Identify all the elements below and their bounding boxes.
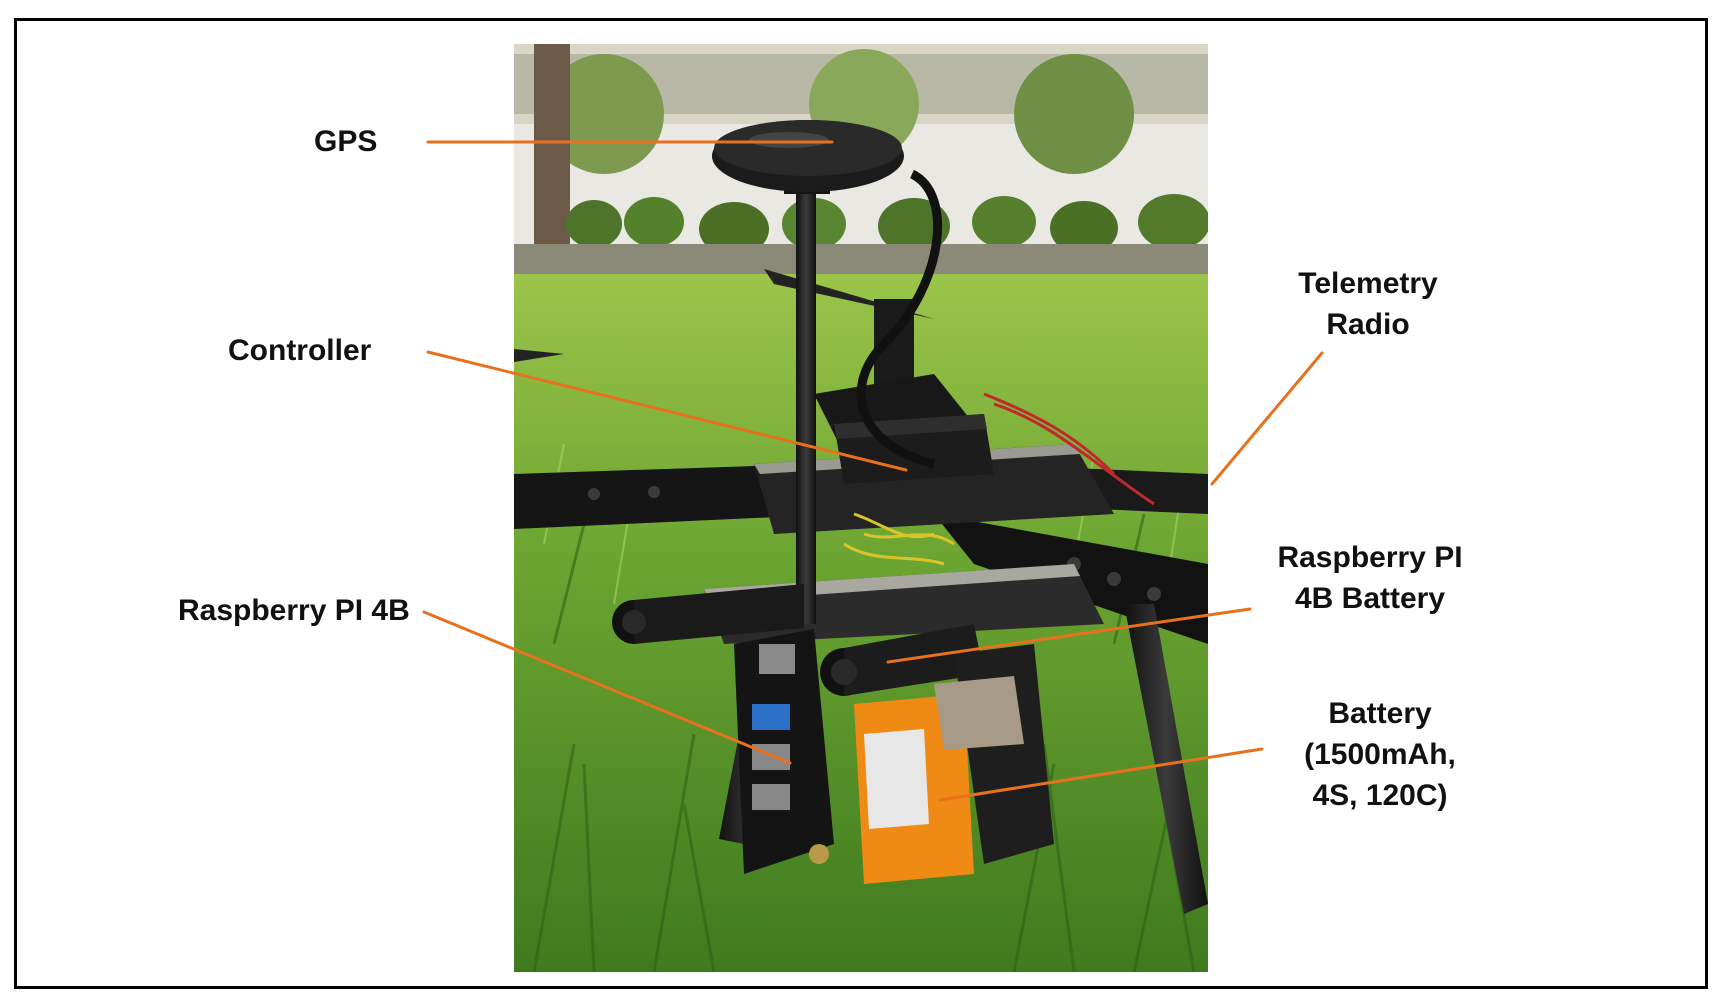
battery-label: Battery (1500mAh, 4S, 120C) [1280,693,1480,816]
telemetry-label-line2: Radio [1326,308,1410,341]
pi-battery-label-line2: 4B Battery [1294,582,1446,615]
controller-label-text: Controller [228,334,372,367]
battery-label-line1: Battery [1328,697,1432,730]
pi-battery-label: Raspberry PI 4B Battery [1250,537,1490,619]
raspberry-pi-label: Raspberry PI 4B [178,590,410,631]
telemetry-label-line1: Telemetry [1298,267,1438,300]
battery-label-line2: (1500mAh, [1304,738,1456,771]
controller-label: Controller [228,330,371,371]
battery-label-line3: 4S, 120C) [1312,779,1448,812]
telemetry-radio-label: Telemetry Radio [1268,263,1468,345]
gps-label-text: GPS [314,125,378,158]
drone-photo [514,44,1208,972]
pi-battery-label-line1: Raspberry PI [1277,541,1463,574]
raspberry-pi-label-text: Raspberry PI 4B [178,594,410,627]
gps-label: GPS [314,121,377,162]
